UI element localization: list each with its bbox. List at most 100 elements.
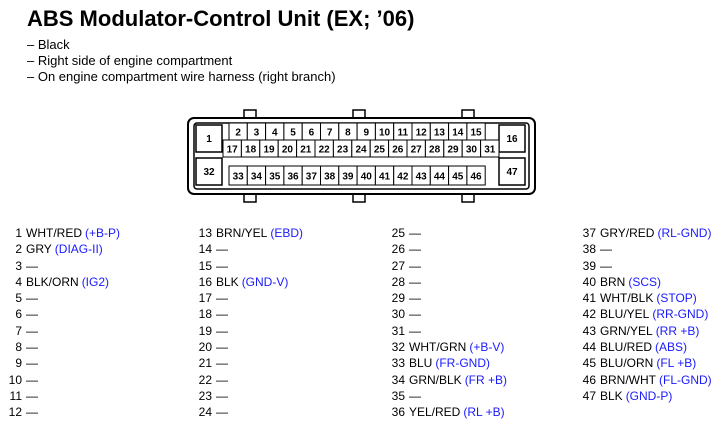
wire-color: BLK/ORN [26,274,79,289]
wire-color: — [26,307,38,322]
signal-name: (GND-V) [241,274,289,289]
pin-entry: 15— [190,258,303,274]
pin-label-17: 17 [227,145,239,156]
pin-entry: 20 — [190,339,303,355]
pin-number: 12 [8,405,22,420]
pin-label-30: 30 [466,145,478,156]
wire-color: — [216,340,228,355]
pin-number: 44 [582,340,596,355]
wire-color: — [26,356,38,371]
wire-color: — [216,356,228,371]
pin-entry: 30 — [380,306,507,322]
pin-number: 34 [391,372,405,387]
pin-number: 14 [198,242,212,257]
wire-color: — [216,372,228,387]
pin-number: 10 [8,372,22,387]
pin-number: 23 [198,388,212,403]
pin-label-13: 13 [434,128,446,139]
pin-number: 1 [15,226,22,240]
terminal-1 [195,124,223,153]
signal-name: (GND-P) [625,388,673,403]
signal-name: (STOP) [656,291,697,306]
signal-name: (EBD) [270,226,304,240]
pin-label-20: 20 [282,145,294,156]
pin-entry: 7— [8,323,120,339]
pin-entry: 31— [380,323,507,339]
pin-label-31: 31 [484,145,496,156]
pin-entry: 26— [380,241,507,257]
pin-label-34: 34 [251,172,263,183]
wire-color: — [26,323,38,338]
wire-color: BRN/WHT [600,372,656,387]
pin-entry: 5— [8,290,120,306]
terminal-label-47: 47 [506,167,518,178]
wire-color: YEL/RED [409,405,461,420]
signal-name: (RL +B) [463,405,505,420]
wire-color: — [26,340,38,355]
connector-notes: – Black – Right side of engine compartme… [27,37,336,85]
signal-name: (DIAG-II) [54,242,103,257]
pin-number: 8 [15,340,22,355]
pin-label-44: 44 [434,172,446,183]
pin-label-35: 35 [269,172,281,183]
pin-label-4: 4 [272,128,278,139]
wire-color: — [409,291,421,306]
pin-number: 28 [391,274,405,289]
pin-entry: 10 — [8,372,120,388]
pin-number: 31 [391,323,405,338]
wire-color: — [216,323,228,338]
signal-name: (SCS) [628,274,662,289]
pin-number: 30 [391,307,405,322]
wire-color: BLU [409,356,433,371]
pin-number: 11 [9,388,22,403]
pin-number: 3 [15,258,22,273]
terminal-label-32: 32 [203,167,215,178]
wire-color: BLU/YEL [600,307,650,322]
wire-color: — [409,307,421,322]
wire-color: GRN/YEL [600,323,653,338]
pin-entry: 17— [190,290,303,306]
pin-entry: 25— [380,225,507,241]
pin-label-6: 6 [309,128,315,139]
pin-label-11: 11 [398,128,409,139]
pin-label-40: 40 [361,172,373,183]
pin-label-28: 28 [429,145,441,156]
pin-number: 47 [582,388,596,403]
pin-label-43: 43 [416,172,428,183]
pin-label-33: 33 [233,172,245,183]
pin-number: 7 [15,323,22,338]
terminal-label-1: 1 [206,134,212,145]
wire-color: — [409,274,421,289]
wire-color: GRN/BLK [409,372,462,387]
pin-number: 20 [198,340,212,355]
pin-entry: 6— [8,306,120,322]
pin-label-14: 14 [452,128,464,139]
pin-number: 35 [391,388,405,403]
wire-color: — [26,372,38,387]
wire-color: — [26,258,38,273]
wire-color: — [409,388,421,403]
pin-entry: 3— [8,258,120,274]
wire-color: — [409,226,421,240]
wire-color: — [26,291,38,306]
pin-label-21: 21 [300,145,312,156]
signal-name: (+B-P) [85,226,121,240]
pin-number: 32 [391,340,405,355]
signal-name: (RR +B) [655,323,700,338]
pin-number: 22 [198,372,212,387]
note-harness: – On engine compartment wire harness (ri… [27,69,336,84]
pin-entry: 19— [190,323,303,339]
pin-entry: 12— [8,404,120,420]
wire-color: — [216,258,228,273]
wire-color: BLU/RED [600,340,653,355]
